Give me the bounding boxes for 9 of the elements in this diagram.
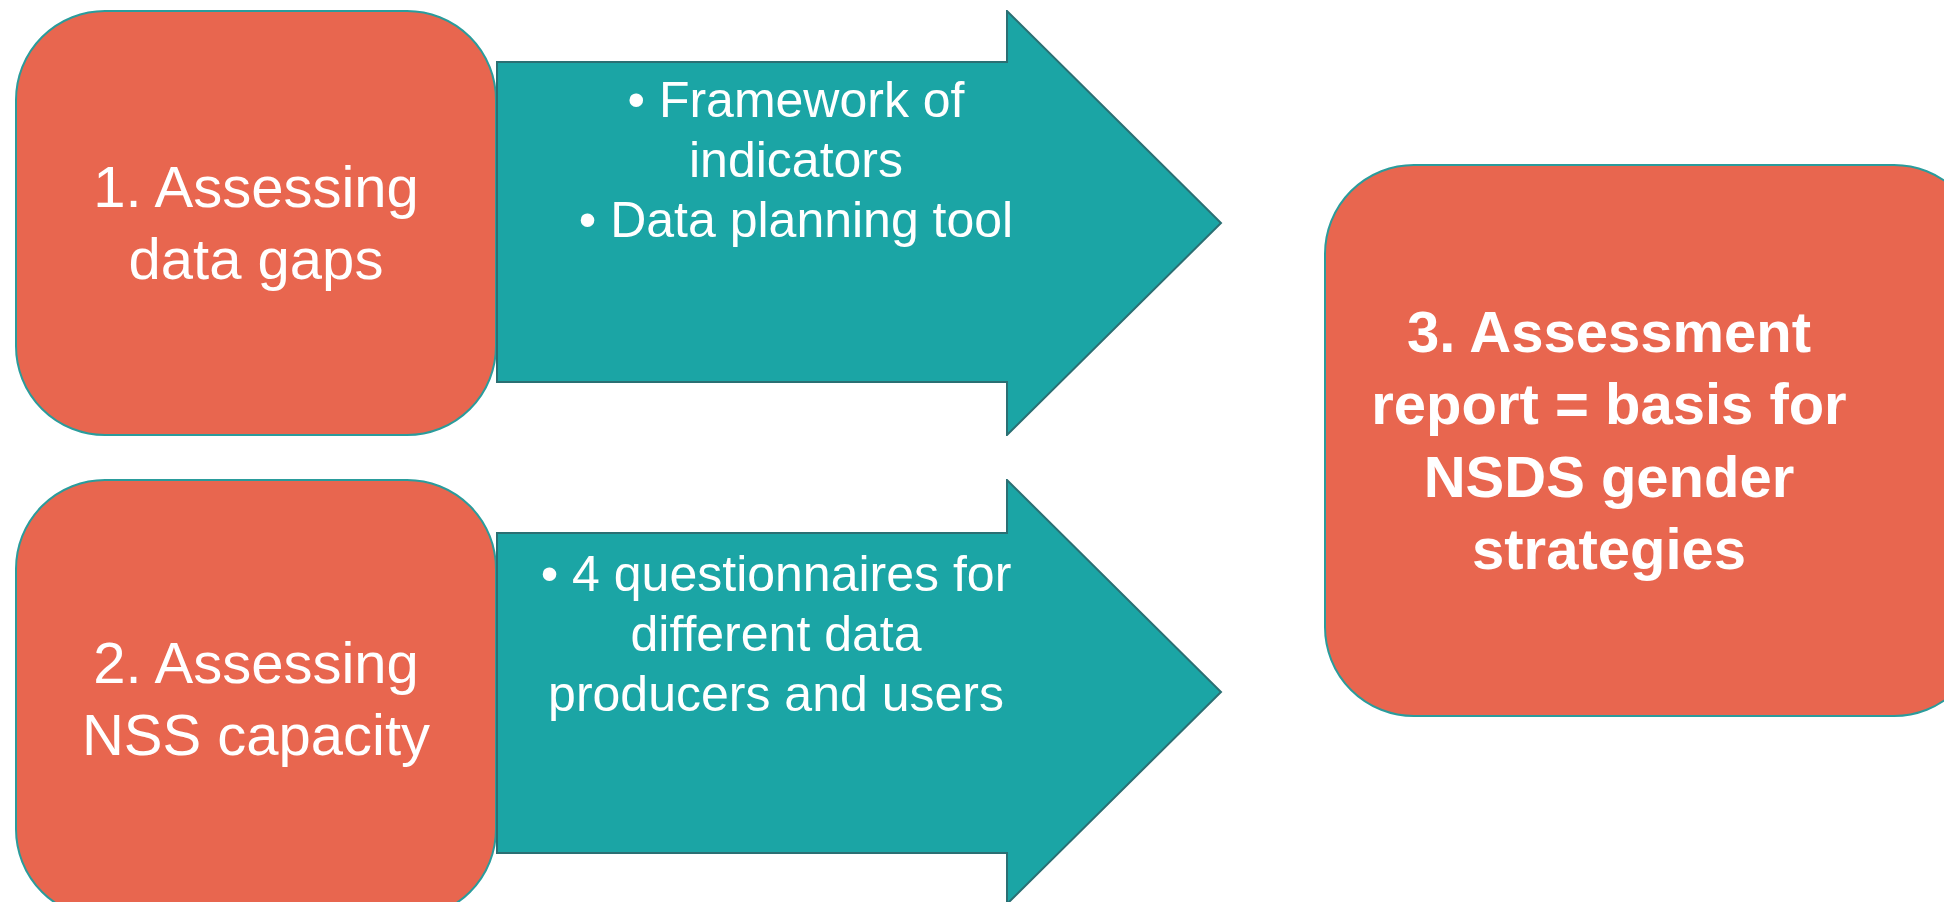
step-box xyxy=(15,10,497,436)
step-box xyxy=(1324,164,1944,717)
step-title: 2. Assessing NSS capacity xyxy=(80,628,432,769)
step-title: 3. Assessment report = basis for NSDS gender strategies xyxy=(1370,297,1848,583)
bullet-item: • Framework of indicators xyxy=(626,71,966,190)
bullet-item: • Data planning tool xyxy=(577,191,1015,250)
step-title: 1. Assessing data gaps xyxy=(92,152,420,293)
bullet-item: • 4 questionnaires for different data producers and users xyxy=(539,545,1013,724)
step-box xyxy=(15,479,497,902)
